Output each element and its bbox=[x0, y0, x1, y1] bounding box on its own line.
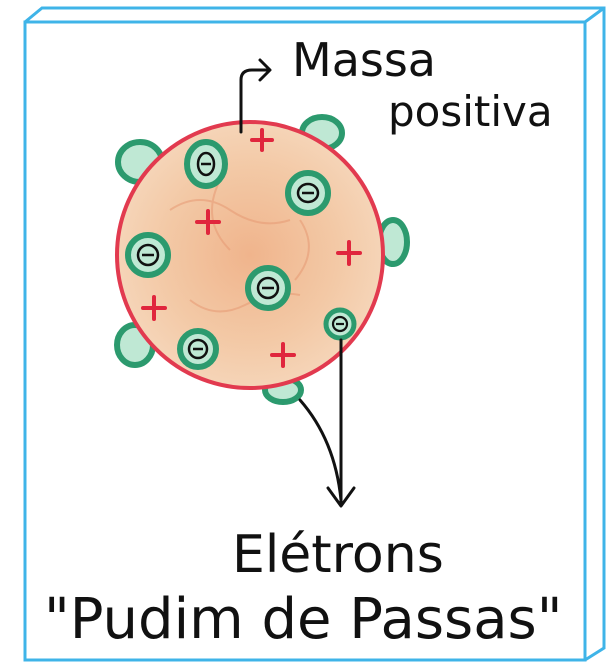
positive-mass-label-line2: positiva bbox=[388, 87, 553, 136]
model-name-title: "Pudim de Passas" bbox=[44, 587, 562, 652]
electron bbox=[125, 232, 171, 278]
plus-sign bbox=[250, 128, 274, 152]
embedded-electrons bbox=[125, 139, 357, 370]
frame-border bbox=[23, 6, 606, 662]
plus-sign bbox=[270, 342, 296, 368]
positive-mass-arrow bbox=[239, 58, 272, 134]
electron bbox=[245, 265, 291, 311]
electron bbox=[285, 170, 331, 216]
plus-sign bbox=[195, 209, 221, 235]
electrons-label: Elétrons bbox=[232, 525, 444, 585]
electrons-arrow bbox=[298, 338, 356, 508]
plus-sign bbox=[336, 240, 362, 266]
positive-charges bbox=[141, 128, 362, 368]
electron bbox=[184, 139, 228, 189]
positive-mass-label-line1: Massa bbox=[292, 33, 436, 87]
plus-sign bbox=[141, 295, 167, 321]
electron bbox=[323, 307, 357, 341]
electron bbox=[177, 328, 219, 370]
